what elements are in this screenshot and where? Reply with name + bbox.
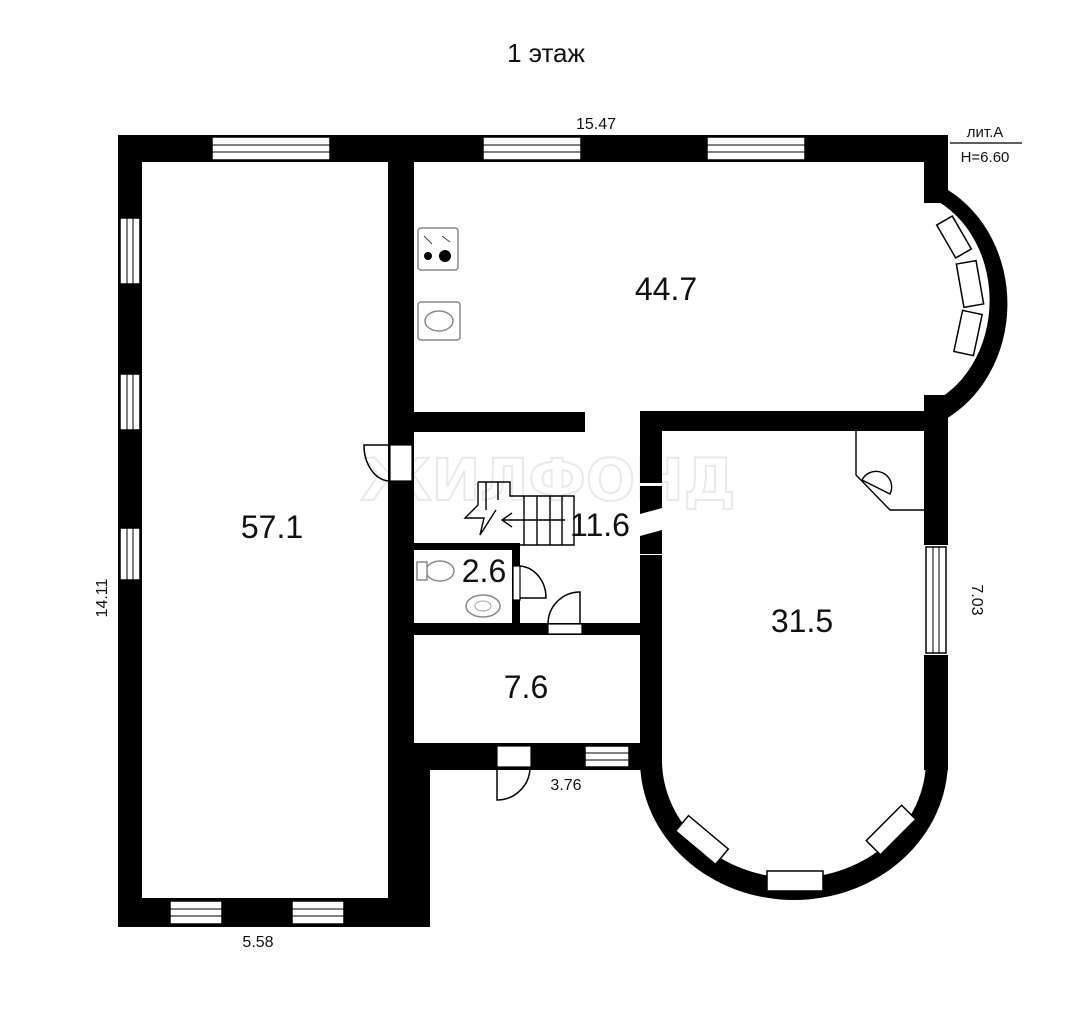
lower-bay-wall bbox=[640, 760, 948, 900]
dimension-left: 14.11 bbox=[94, 578, 111, 617]
room-area-utility: 7.6 bbox=[504, 669, 548, 705]
room-area-bay-room: 31.5 bbox=[771, 603, 833, 639]
bottom-outer-wall bbox=[118, 898, 430, 927]
window-left-2 bbox=[119, 373, 141, 431]
room-area-toilet: 2.6 bbox=[462, 553, 506, 589]
litera-height: H=6.60 bbox=[961, 149, 1010, 166]
room-area-kitchen: 44.7 bbox=[635, 271, 697, 307]
litera-label: лит.А bbox=[967, 124, 1004, 141]
litera-marker: лит.А H=6.60 bbox=[950, 124, 1022, 166]
window-lower-bay-2 bbox=[766, 870, 824, 892]
door-entrance bbox=[496, 745, 532, 801]
stair-right-wall-upper bbox=[640, 411, 662, 483]
window-right bbox=[925, 546, 947, 654]
window-upper-bay-1 bbox=[935, 215, 973, 259]
kitchen-stove bbox=[417, 227, 459, 271]
dimension-bottom: 5.58 bbox=[242, 934, 273, 951]
door-utility bbox=[547, 591, 583, 635]
kitchen-sink bbox=[417, 301, 461, 341]
door-toilet bbox=[512, 565, 547, 601]
windows bbox=[119, 136, 985, 925]
door-living bbox=[363, 444, 413, 482]
window-top-1 bbox=[211, 136, 331, 161]
dimension-top: 15.47 bbox=[576, 116, 616, 133]
kitchen-partition-right bbox=[640, 411, 948, 431]
dimension-entrance: 3.76 bbox=[550, 777, 581, 794]
window-upper-bay-2 bbox=[955, 259, 985, 309]
window-bottom-1 bbox=[169, 900, 223, 925]
upper-bay-wall bbox=[924, 190, 1008, 420]
right-wall-lower bbox=[924, 655, 948, 770]
kitchen-partition-left bbox=[410, 412, 585, 432]
watermark: ЖИЛФОНД bbox=[361, 446, 736, 514]
room-area-stair-hall: 11.6 bbox=[570, 507, 630, 543]
floor-title: 1 этаж bbox=[507, 38, 585, 68]
window-top-3 bbox=[706, 136, 806, 161]
dimension-right: 7.03 bbox=[968, 584, 985, 615]
boiler-cabinet bbox=[855, 431, 926, 511]
staircase bbox=[463, 481, 575, 546]
window-lower-bay-1 bbox=[674, 814, 730, 866]
stair-right-wall-lower bbox=[640, 555, 662, 770]
entrance-left-wall bbox=[410, 746, 430, 926]
window-entrance bbox=[584, 745, 630, 768]
toilet-top-wall bbox=[410, 543, 520, 550]
doors bbox=[363, 444, 662, 801]
living-right-wall bbox=[388, 135, 414, 927]
utility-top-wall bbox=[410, 623, 662, 635]
toilet-washbasin bbox=[465, 594, 501, 618]
window-left-3 bbox=[119, 527, 141, 581]
window-left-1 bbox=[119, 217, 141, 285]
room-area-living: 57.1 bbox=[241, 509, 303, 545]
toilet-bowl bbox=[416, 560, 455, 582]
window-lower-bay-3 bbox=[865, 804, 917, 856]
window-top-2 bbox=[482, 136, 582, 161]
door-stair-passage bbox=[640, 483, 662, 555]
window-upper-bay-3 bbox=[952, 309, 984, 357]
window-bottom-2 bbox=[291, 900, 345, 925]
